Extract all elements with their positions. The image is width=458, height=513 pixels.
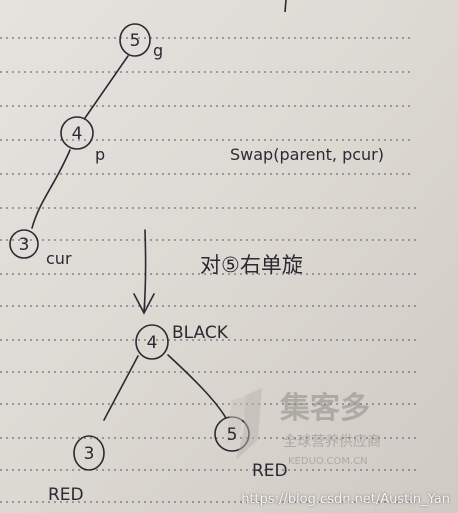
- node-num-cur: 3: [19, 235, 30, 255]
- csdn-url-watermark: https://blog.csdn.net/Austin_Yan: [241, 492, 450, 507]
- node-num-new-left: 3: [84, 444, 95, 464]
- watermark-slogan: 全球营养供应商: [283, 433, 381, 450]
- node-num-p: 4: [72, 124, 83, 144]
- watermark-logo: [226, 388, 262, 460]
- node-circle-g: [119, 23, 151, 57]
- arrow-shaft: [143, 229, 147, 313]
- node-num-new-right: 5: [227, 425, 238, 445]
- node-circle-cur: [9, 229, 39, 259]
- node-tag-p: p: [95, 145, 105, 164]
- node-tag-new-right: RED: [252, 461, 288, 481]
- node-tag-g: g: [153, 41, 163, 60]
- node-tag-cur: cur: [46, 249, 72, 268]
- watermark-brand: 集客多: [279, 391, 370, 426]
- edge-g-p: [84, 55, 129, 119]
- arrow-head: [133, 293, 155, 315]
- edge-p-cur: [31, 149, 71, 229]
- node-num-new-root: 4: [147, 333, 158, 353]
- node-num-g: 5: [130, 31, 141, 51]
- ruled-lines: [0, 37, 420, 503]
- edge-root-right: [167, 354, 227, 419]
- rotate-annotation: 对⑤右单旋: [200, 253, 303, 277]
- top-stroke: [284, 0, 287, 13]
- node-tag-new-root: BLACK: [172, 323, 229, 343]
- node-circle-p: [60, 116, 94, 150]
- edge-root-left: [103, 355, 139, 421]
- watermark-domain: KEDUO.COM.CN: [288, 456, 368, 467]
- swap-annotation: Swap(parent, pcur): [230, 145, 384, 164]
- node-circle-new-root: [135, 324, 169, 360]
- node-tag-new-left: RED: [48, 485, 84, 505]
- node-circle-new-left: [73, 435, 105, 471]
